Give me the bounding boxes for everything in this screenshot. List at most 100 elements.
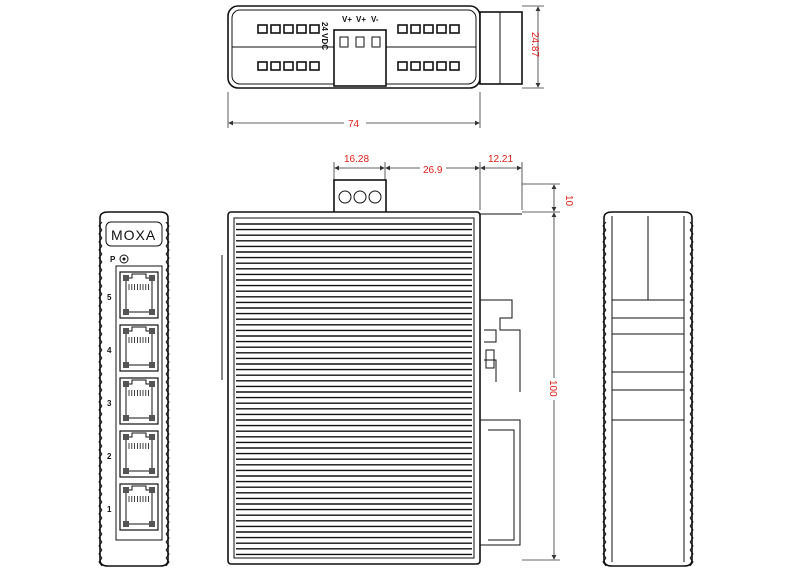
ridge (602, 229, 607, 239)
ridge (602, 253, 607, 263)
ridge (689, 357, 694, 367)
ridge (98, 525, 103, 535)
rear-view (602, 211, 694, 567)
ridge (689, 253, 694, 263)
side-ridges (98, 221, 170, 567)
ridge (689, 245, 694, 255)
ridge (689, 397, 694, 407)
vent-slot (397, 24, 408, 34)
ridge (602, 349, 607, 359)
vent-slot (423, 61, 434, 71)
ridge (689, 365, 694, 375)
ridge (602, 269, 607, 279)
ridge (689, 549, 694, 559)
ridge (98, 429, 103, 439)
vent-slot (257, 24, 268, 34)
ridge (98, 493, 103, 503)
ridge (98, 549, 103, 559)
rear-side-ridges (602, 221, 694, 567)
ridge (602, 541, 607, 551)
ridge (689, 301, 694, 311)
ridge (689, 221, 694, 231)
ridge (98, 341, 103, 351)
ridge (98, 421, 103, 431)
ridge (602, 397, 607, 407)
ridge (689, 229, 694, 239)
ridge (602, 309, 607, 319)
ridge (98, 445, 103, 455)
ridge (689, 269, 694, 279)
ridge (165, 245, 170, 255)
ridge (98, 437, 103, 447)
ridge (689, 477, 694, 487)
ridge (165, 333, 170, 343)
ridge (602, 421, 607, 431)
ridge (165, 421, 170, 431)
vent-slot (449, 61, 460, 71)
ridge (165, 269, 170, 279)
terminal-block (333, 29, 387, 87)
ridge (165, 493, 170, 503)
vent-slot (449, 24, 460, 34)
ridge (689, 485, 694, 495)
ridge (165, 221, 170, 231)
ridge (98, 285, 103, 295)
vent-slot (309, 61, 320, 71)
ridge (165, 541, 170, 551)
ridge (98, 365, 103, 375)
ridge (165, 237, 170, 247)
ridge (689, 461, 694, 471)
dimension-terminal-offset: 16.28 (344, 154, 369, 165)
ridge (689, 557, 694, 567)
vent-slot (270, 24, 281, 34)
ridge (165, 557, 170, 567)
ridge (165, 229, 170, 239)
ridge (165, 437, 170, 447)
ridge (689, 309, 694, 319)
ridge (98, 469, 103, 479)
ridge (689, 285, 694, 295)
ridge (602, 517, 607, 527)
ridge (165, 509, 170, 519)
ridge (165, 317, 170, 327)
ridge (602, 357, 607, 367)
ridge (165, 453, 170, 463)
ridge (689, 437, 694, 447)
ridge (602, 413, 607, 423)
ridge (165, 389, 170, 399)
ridge (602, 245, 607, 255)
ridge (689, 325, 694, 335)
vent-slot (436, 24, 447, 34)
ridge (602, 445, 607, 455)
ridge (98, 485, 103, 495)
ridge (98, 541, 103, 551)
ridge (165, 357, 170, 367)
ridge (602, 301, 607, 311)
ridge (689, 405, 694, 415)
ridge (98, 373, 103, 383)
vent-slot (296, 24, 307, 34)
dimension-rail-offset: 12.21 (488, 154, 513, 165)
ridge (165, 341, 170, 351)
ridge (602, 405, 607, 415)
ridge (98, 237, 103, 247)
ridge (602, 285, 607, 295)
ridge (689, 293, 694, 303)
ridge (602, 317, 607, 327)
ridge (602, 525, 607, 535)
dimension-width: 74 (348, 119, 360, 130)
ridge (165, 397, 170, 407)
ridge (689, 389, 694, 399)
ridge (165, 485, 170, 495)
ridge (602, 389, 607, 399)
ridge (689, 429, 694, 439)
ridge (165, 309, 170, 319)
ridge (689, 413, 694, 423)
port-label: 5 (107, 293, 112, 302)
ridge (689, 525, 694, 535)
ridge (165, 365, 170, 375)
ridge (98, 389, 103, 399)
dimension-terminal-span: 26.9 (423, 165, 443, 176)
